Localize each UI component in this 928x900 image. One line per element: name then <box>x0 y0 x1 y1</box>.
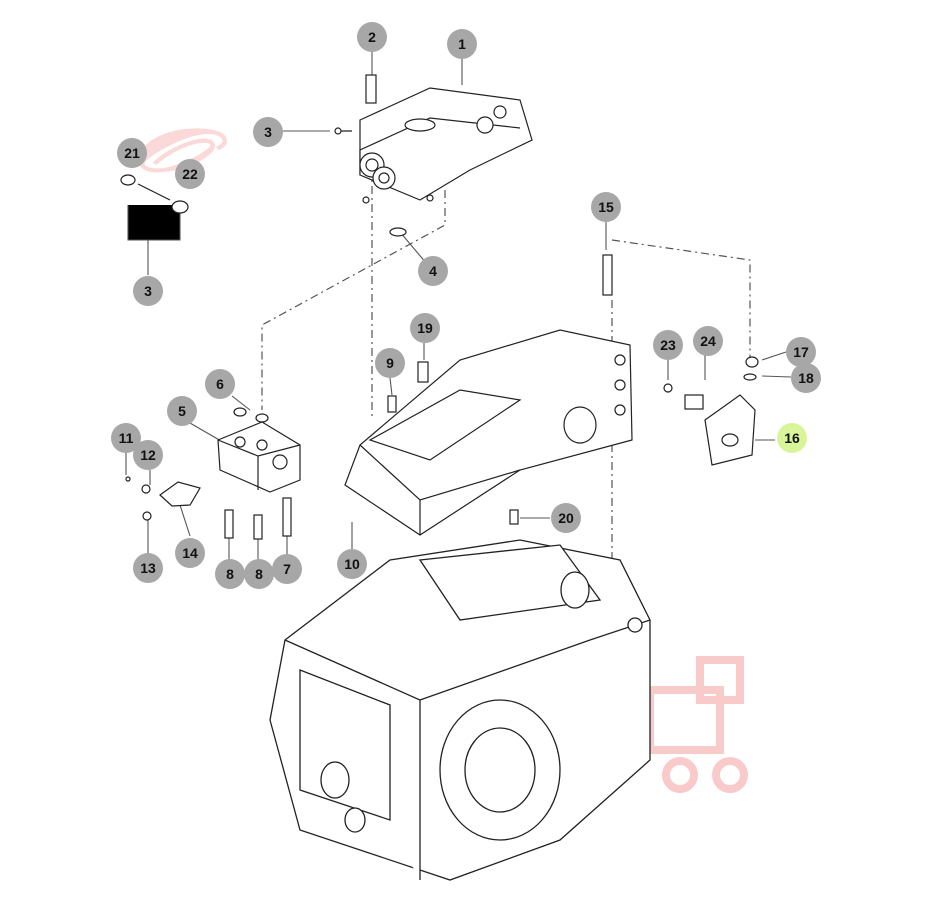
callout-18[interactable]: 18 <box>791 363 821 393</box>
callout-21[interactable]: 21 <box>117 138 147 168</box>
lift-cover-part <box>334 74 533 237</box>
control-valve-part <box>125 407 301 540</box>
callout-17[interactable]: 17 <box>786 337 816 367</box>
transmission-case-part <box>269 539 651 881</box>
callout-3[interactable]: 3 <box>253 117 283 147</box>
lift-housing-part <box>344 254 633 536</box>
callout-6[interactable]: 6 <box>205 369 235 399</box>
callout-7[interactable]: 7 <box>272 554 302 584</box>
callout-24[interactable]: 24 <box>693 326 723 356</box>
callout-11[interactable]: 11 <box>111 423 141 453</box>
callout-4[interactable]: 4 <box>418 256 448 286</box>
callout-1[interactable]: 1 <box>447 29 477 59</box>
callout-23[interactable]: 23 <box>653 330 683 360</box>
seal-and-plug-part <box>120 174 189 214</box>
callout-10[interactable]: 10 <box>337 549 367 579</box>
callout-8[interactable]: 8 <box>215 559 245 589</box>
callout-5[interactable]: 5 <box>167 396 197 426</box>
bracket-part <box>509 356 759 525</box>
callout-22[interactable]: 22 <box>175 159 205 189</box>
callout-20[interactable]: 20 <box>551 503 581 533</box>
callout-3[interactable]: 3 <box>133 276 163 306</box>
callout-13[interactable]: 13 <box>133 553 163 583</box>
callout-16[interactable]: 16 <box>777 423 807 453</box>
callout-12[interactable]: 12 <box>133 440 163 470</box>
callout-8[interactable]: 8 <box>244 559 274 589</box>
callout-14[interactable]: 14 <box>175 538 205 568</box>
callout-9[interactable]: 9 <box>375 348 405 378</box>
watermark-truck-icon <box>646 656 748 793</box>
callout-15[interactable]: 15 <box>591 192 621 222</box>
callout-2[interactable]: 2 <box>357 22 387 52</box>
callout-19[interactable]: 19 <box>410 313 440 343</box>
